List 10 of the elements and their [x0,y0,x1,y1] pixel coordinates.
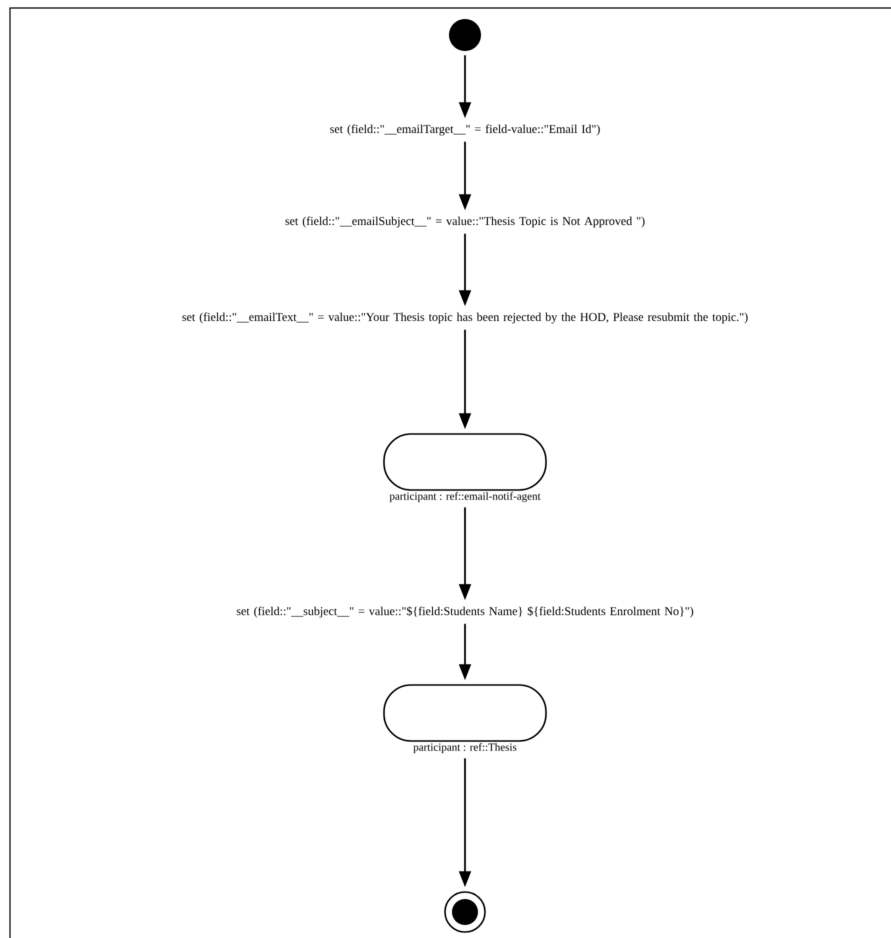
participant-label: participant : ref::Thesis [413,743,516,754]
action-text: set (field::"__emailTarget__" = field-value::"Email Id") [330,124,600,136]
action-text: set (field::"__emailSubject__" = value::"Thesis Topic is Not Approved ") [285,216,645,228]
action-text: set (field::"__emailText__" = value::"Your Thesis topic has been rejected by the HOD, Please resubmit the topic.") [182,312,748,324]
participant-label: participant : ref::email-notif-agent [390,492,541,502]
activity-box [383,684,547,754]
activity-box [383,433,547,502]
end-node [444,891,486,933]
action-text: set (field::"__subject__" = value::"${field:Students Name} ${field:Students Enrolment No}") [236,606,694,618]
start-node [449,19,481,51]
